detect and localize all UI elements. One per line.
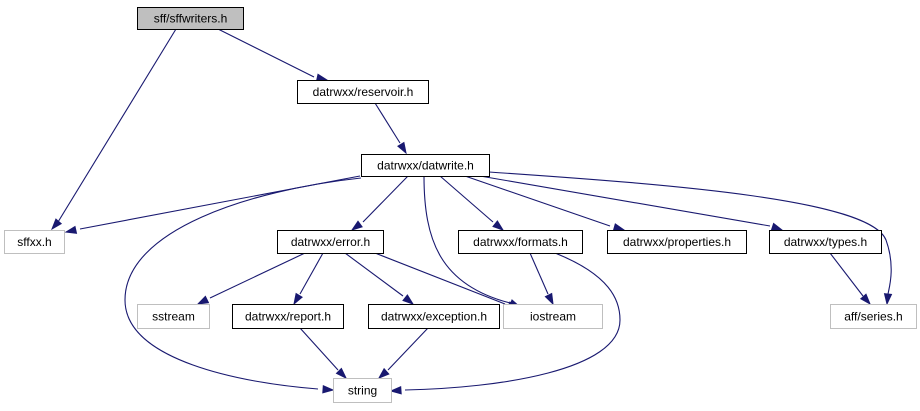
arrowhead	[293, 292, 303, 306]
node-reservoir[interactable]: datrwxx/reservoir.h	[297, 80, 429, 104]
arrowhead	[389, 386, 402, 395]
node-box	[607, 230, 747, 254]
edge-line	[529, 252, 549, 295]
edge-formats-to-string	[389, 252, 621, 395]
arrowhead	[492, 220, 505, 231]
edge-exception-to-string	[377, 327, 429, 379]
node-box	[333, 378, 392, 403]
edge-sffwriters-to-reservoir	[217, 28, 329, 82]
node-series: aff/series.h	[830, 304, 917, 329]
node-types[interactable]: datrwxx/types.h	[769, 230, 882, 254]
node-box	[830, 304, 917, 329]
edge-datwrite-to-formats	[439, 175, 505, 231]
edge-sffwriters-to-sffxx	[51, 28, 177, 231]
edge-line	[217, 28, 315, 78]
node-label: datrwxx/types.h	[784, 235, 867, 249]
edge-line	[479, 175, 771, 227]
edge-error-to-exception	[344, 252, 415, 305]
edge-datwrite-to-error	[350, 175, 409, 231]
arrowhead	[770, 222, 784, 231]
node-label: datrwxx/properties.h	[623, 235, 731, 249]
edge-formats-to-iostream	[529, 252, 554, 306]
edge-line	[404, 252, 621, 391]
node-box	[503, 304, 603, 329]
arrowhead	[350, 220, 363, 231]
node-box	[4, 230, 65, 254]
node-error[interactable]: datrwxx/error.h	[277, 230, 384, 254]
arrowhead	[322, 385, 335, 394]
node-box	[361, 154, 490, 177]
edge-error-to-report	[293, 252, 324, 306]
node-box	[137, 304, 210, 329]
node-string: string	[333, 378, 392, 403]
arrowhead	[544, 292, 554, 306]
node-box	[368, 304, 500, 329]
edge-error-to-sstream	[196, 252, 306, 305]
edge-line	[374, 102, 401, 144]
edge-line	[209, 252, 306, 299]
node-sstream: sstream	[137, 304, 210, 329]
node-iostream: iostream	[503, 304, 603, 329]
edge-line	[374, 252, 506, 305]
node-layer: sff/sffwriters.h datrwxx/reservoir.h datrw…	[4, 7, 917, 403]
node-label: datrwxx/datwrite.h	[377, 159, 474, 173]
node-label: aff/series.h	[844, 310, 902, 324]
arrowhead	[883, 293, 893, 306]
node-label: sffxx.h	[17, 235, 51, 249]
node-label: datrwxx/formats.h	[473, 235, 568, 249]
arrowhead	[196, 295, 210, 305]
node-formats[interactable]: datrwxx/formats.h	[458, 230, 583, 254]
edge-line	[464, 175, 611, 227]
arrowhead	[397, 141, 407, 155]
node-box	[297, 80, 429, 104]
node-label: sff/sffwriters.h	[154, 12, 228, 26]
node-label: sstream	[152, 310, 195, 324]
node-exception[interactable]: datrwxx/exception.h	[368, 304, 500, 329]
edge-line	[57, 28, 177, 223]
edge-line	[362, 175, 409, 223]
edge-datwrite-to-properties	[464, 175, 626, 232]
edge-line	[299, 327, 339, 371]
node-box	[137, 7, 244, 30]
arrowhead	[64, 225, 78, 234]
edge-types-to-series	[829, 252, 872, 306]
node-label: iostream	[530, 310, 576, 324]
edge-datwrite-to-types	[479, 175, 784, 231]
node-box	[232, 304, 344, 329]
edge-error-to-iostream	[374, 252, 520, 310]
edge-reservoir-to-datwrite	[374, 102, 407, 155]
edge-datwrite-to-string	[124, 177, 362, 394]
node-box	[769, 230, 882, 254]
arrowhead	[402, 294, 415, 305]
edge-line	[829, 252, 864, 297]
arrowhead	[51, 218, 63, 231]
edge-line	[423, 175, 511, 304]
node-label: datrwxx/reservoir.h	[313, 85, 414, 99]
edge-line	[387, 327, 429, 371]
edge-layer	[51, 28, 893, 395]
edge-line	[344, 252, 404, 297]
node-label: datrwxx/error.h	[291, 235, 370, 249]
edge-datwrite-to-series	[488, 171, 893, 306]
arrowhead	[612, 223, 626, 232]
node-box	[277, 230, 384, 254]
node-sffwriters: sff/sffwriters.h	[137, 7, 244, 30]
edge-report-to-string	[299, 327, 348, 380]
node-report[interactable]: datrwxx/report.h	[232, 304, 344, 329]
node-box	[458, 230, 583, 254]
node-label: datrwxx/report.h	[245, 310, 331, 324]
node-properties[interactable]: datrwxx/properties.h	[607, 230, 747, 254]
node-sffxx: sffxx.h	[4, 230, 65, 254]
arrowhead	[859, 293, 872, 306]
node-datwrite[interactable]: datrwxx/datwrite.h	[361, 154, 490, 177]
arrowhead	[335, 367, 348, 380]
edge-line	[124, 177, 362, 390]
node-label: datrwxx/exception.h	[381, 310, 487, 324]
node-label: string	[348, 384, 377, 398]
edge-line	[488, 171, 892, 295]
arrowhead	[377, 367, 390, 379]
edge-line	[299, 252, 324, 295]
edge-line	[439, 175, 494, 223]
